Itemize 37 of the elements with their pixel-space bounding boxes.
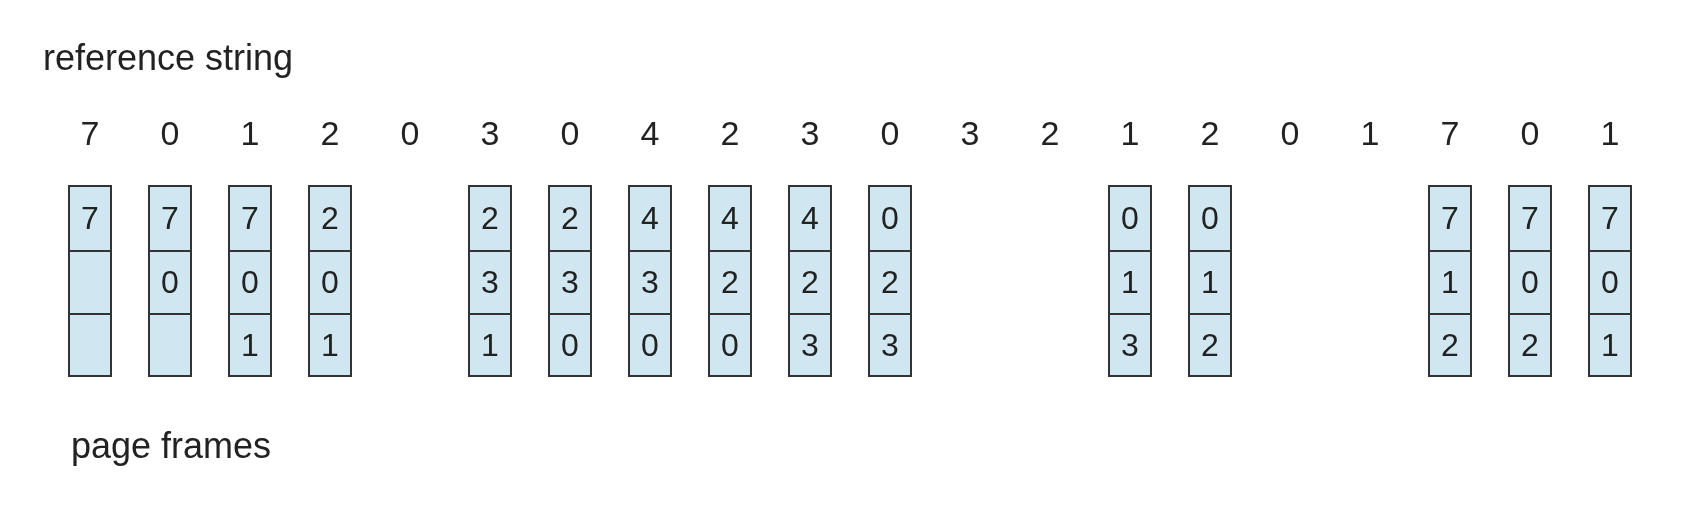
reference-number: 0 <box>1519 116 1541 150</box>
reference-number: 2 <box>319 116 341 150</box>
reference-number: 2 <box>1039 116 1061 150</box>
reference-number: 1 <box>1359 116 1381 150</box>
page-frame-column <box>1188 185 1232 377</box>
page-frame-column <box>308 185 352 377</box>
reference-number: 0 <box>879 116 901 150</box>
page-frame-column <box>148 185 192 377</box>
reference-number: 4 <box>639 116 661 150</box>
reference-number: 7 <box>79 116 101 150</box>
reference-number: 0 <box>159 116 181 150</box>
page-frame-column <box>548 185 592 377</box>
heading: reference string <box>43 40 294 76</box>
reference-number: 2 <box>719 116 741 150</box>
reference-number: 1 <box>1599 116 1621 150</box>
page-frame-column <box>68 185 112 377</box>
page-frame-column <box>628 185 672 377</box>
heading: page frames <box>71 428 272 464</box>
page-frame-column <box>708 185 752 377</box>
reference-number: 0 <box>399 116 421 150</box>
reference-number: 3 <box>959 116 981 150</box>
page-frame-column <box>1428 185 1472 377</box>
reference-number: 3 <box>479 116 501 150</box>
page-frame-column <box>1588 185 1632 377</box>
reference-number: 3 <box>799 116 821 150</box>
page-frame-column <box>228 185 272 377</box>
page-frame-column <box>868 185 912 377</box>
reference-number: 7 <box>1439 116 1461 150</box>
reference-number: 2 <box>1199 116 1221 150</box>
reference-number: 0 <box>1279 116 1301 150</box>
reference-number: 1 <box>239 116 261 150</box>
page-frame-column <box>468 185 512 377</box>
reference-number: 1 <box>1119 116 1141 150</box>
reference-number: 0 <box>559 116 581 150</box>
page-frame-column <box>1108 185 1152 377</box>
page-frame-column <box>1508 185 1552 377</box>
page-frame-column <box>788 185 832 377</box>
